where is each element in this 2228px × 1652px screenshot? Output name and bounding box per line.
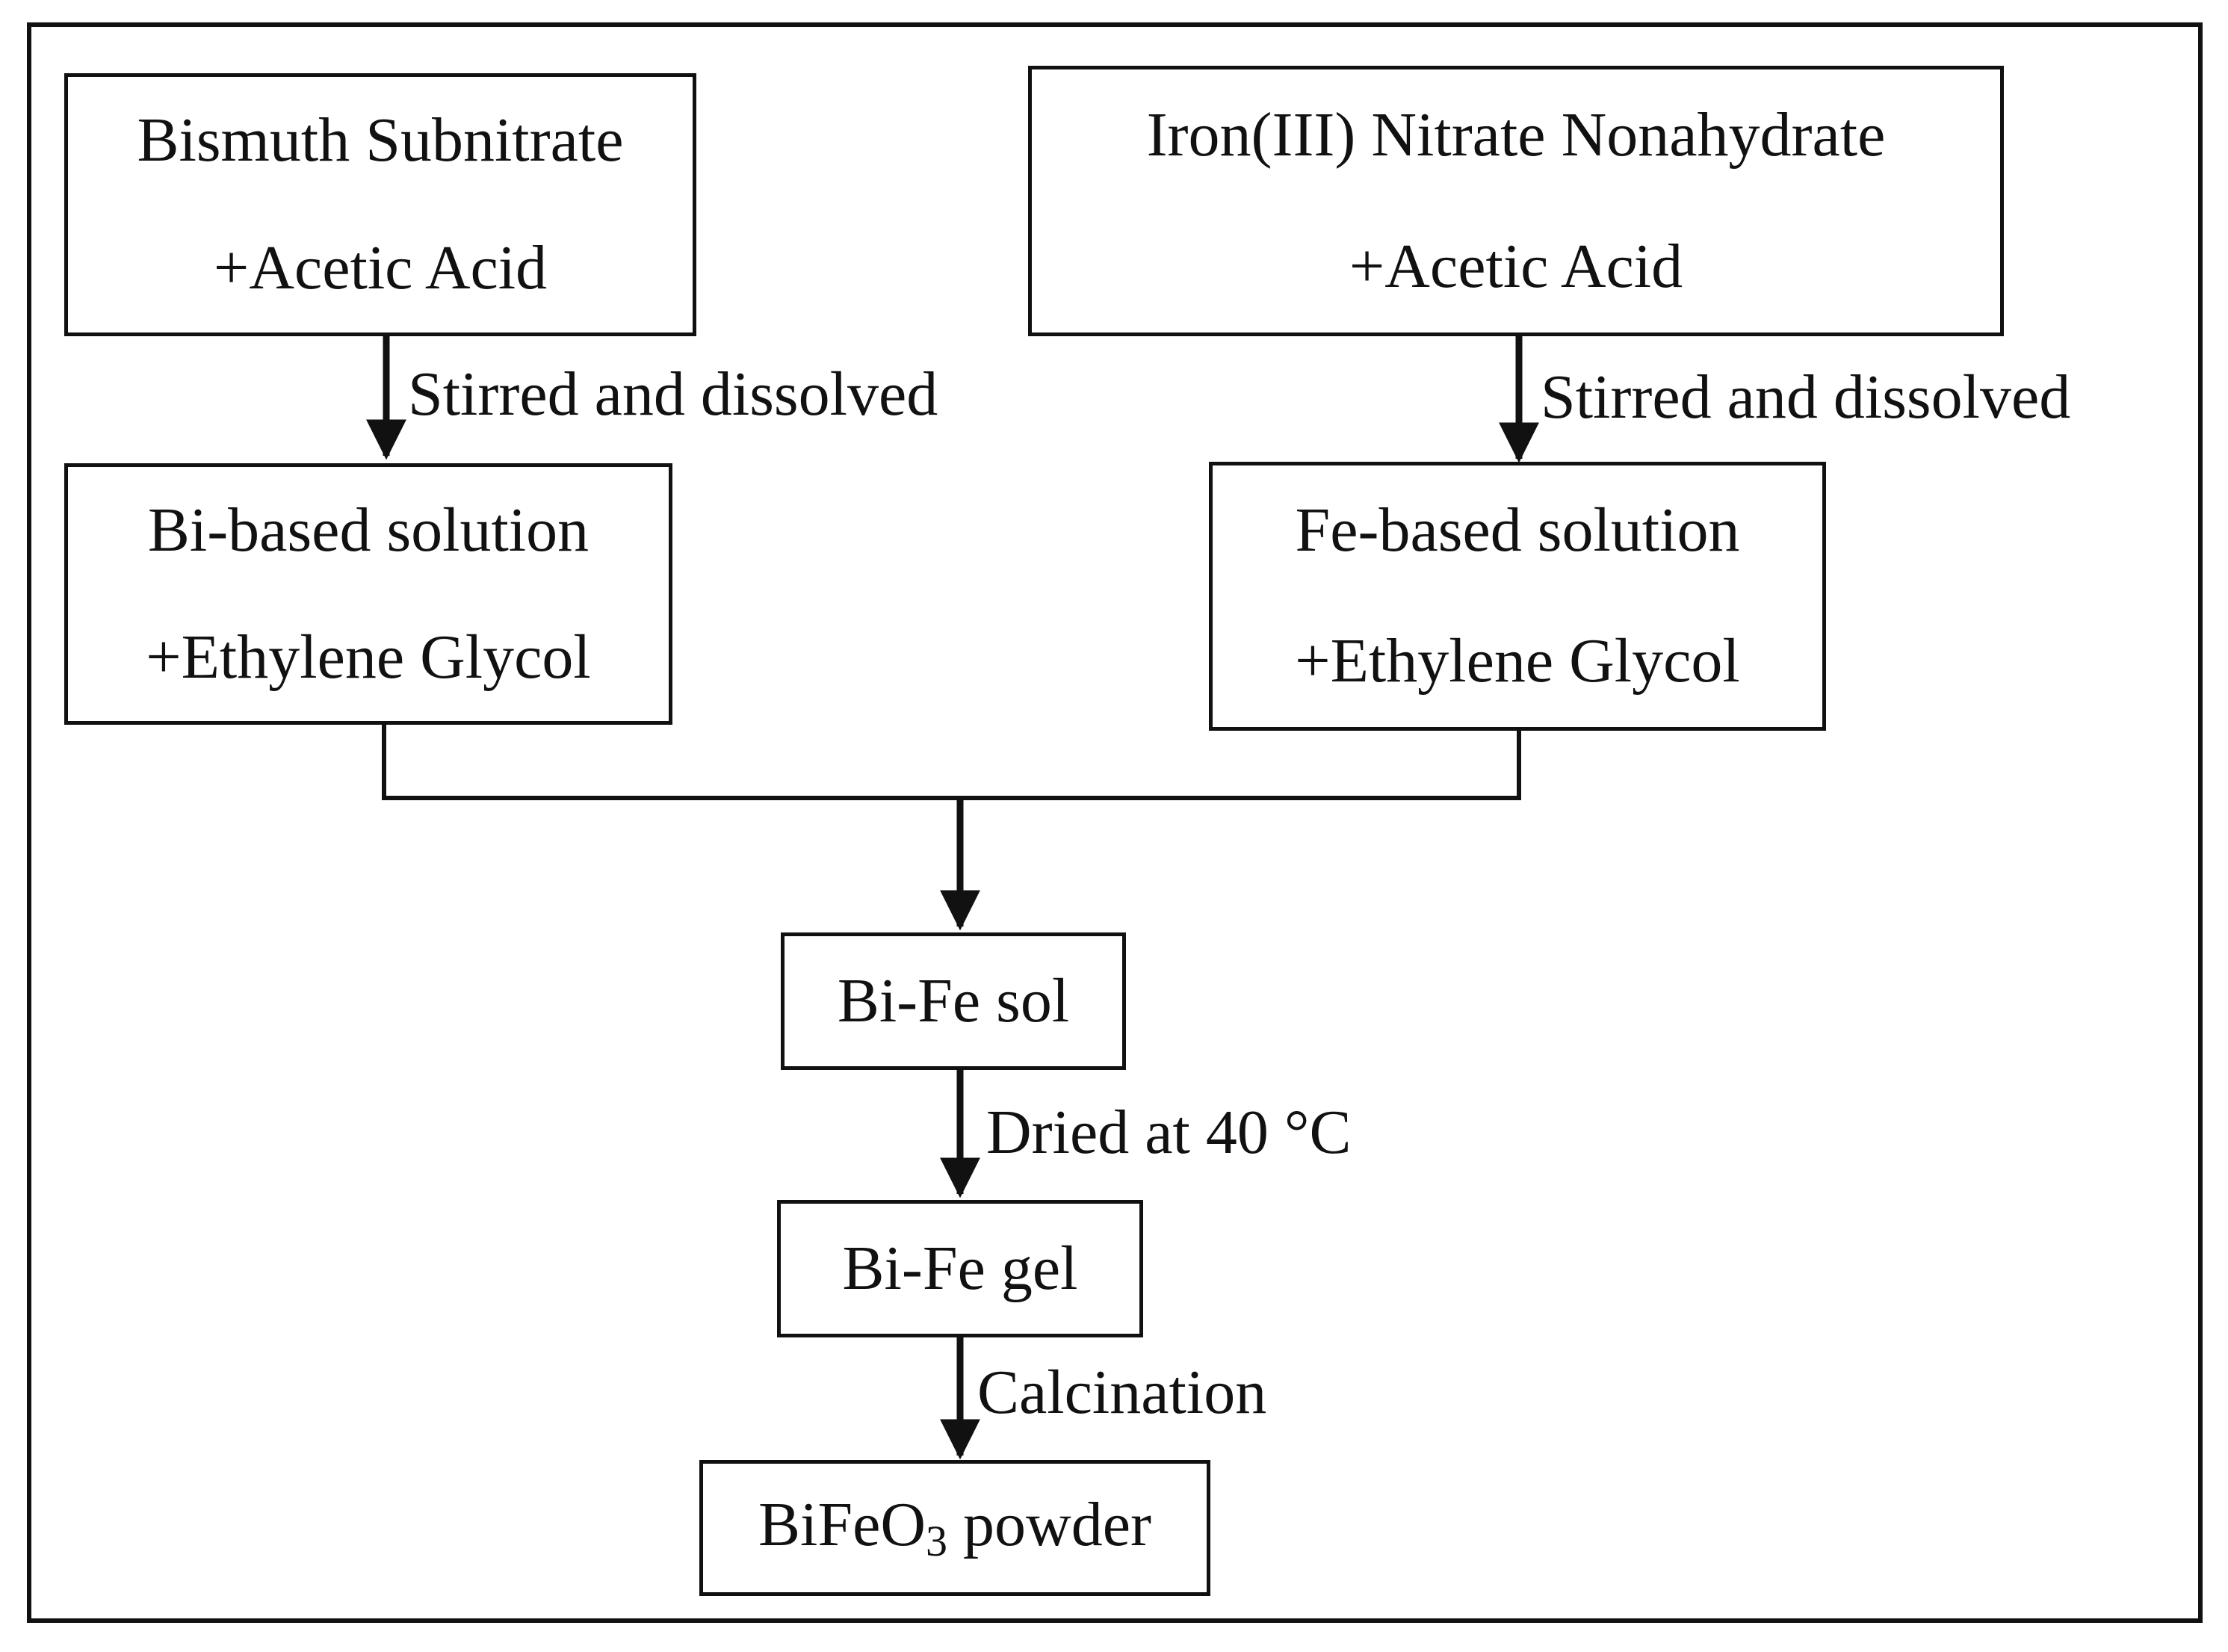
bifeo3-powder-box: BiFeO3 powder xyxy=(699,1460,1210,1596)
bi-solution-line2: +Ethylene Glycol xyxy=(146,622,591,692)
bife-sol-text: Bi-Fe sol xyxy=(837,965,1070,1036)
fe-solution-line2: +Ethylene Glycol xyxy=(1295,626,1740,696)
dried-label: Dried at 40 °C xyxy=(986,1098,1352,1167)
bismuth-line1: Bismuth Subnitrate xyxy=(137,105,624,176)
bi-solution-line1: Bi-based solution xyxy=(147,495,590,565)
fe-solution-box: Fe-based solution +Ethylene Glycol xyxy=(1209,462,1826,731)
fe-solution-line1: Fe-based solution xyxy=(1295,495,1740,566)
right-stir-label: Stirred and dissolved xyxy=(1541,362,2071,432)
powder-text: BiFeO3 powder xyxy=(758,1490,1151,1566)
bismuth-line2: +Acetic Acid xyxy=(213,233,548,303)
bife-sol-box: Bi-Fe sol xyxy=(781,932,1126,1070)
iron-nitrate-box: Iron(III) Nitrate Nonahydrate +Acetic Ac… xyxy=(1028,66,2004,336)
bismuth-subnitrate-box: Bismuth Subnitrate +Acetic Acid xyxy=(64,73,696,336)
iron-line2: +Acetic Acid xyxy=(1349,231,1683,301)
powder-subscript: 3 xyxy=(926,1517,948,1566)
bife-gel-box: Bi-Fe gel xyxy=(777,1200,1143,1337)
bi-solution-box: Bi-based solution +Ethylene Glycol xyxy=(64,463,672,725)
calcination-label: Calcination xyxy=(977,1358,1267,1427)
powder-prefix: BiFeO xyxy=(758,1490,926,1560)
figure-frame xyxy=(27,22,2203,1623)
left-stir-label: Stirred and dissolved xyxy=(408,359,938,429)
bife-gel-text: Bi-Fe gel xyxy=(842,1233,1078,1303)
iron-line1: Iron(III) Nitrate Nonahydrate xyxy=(1146,99,1886,170)
powder-suffix: powder xyxy=(947,1490,1151,1560)
